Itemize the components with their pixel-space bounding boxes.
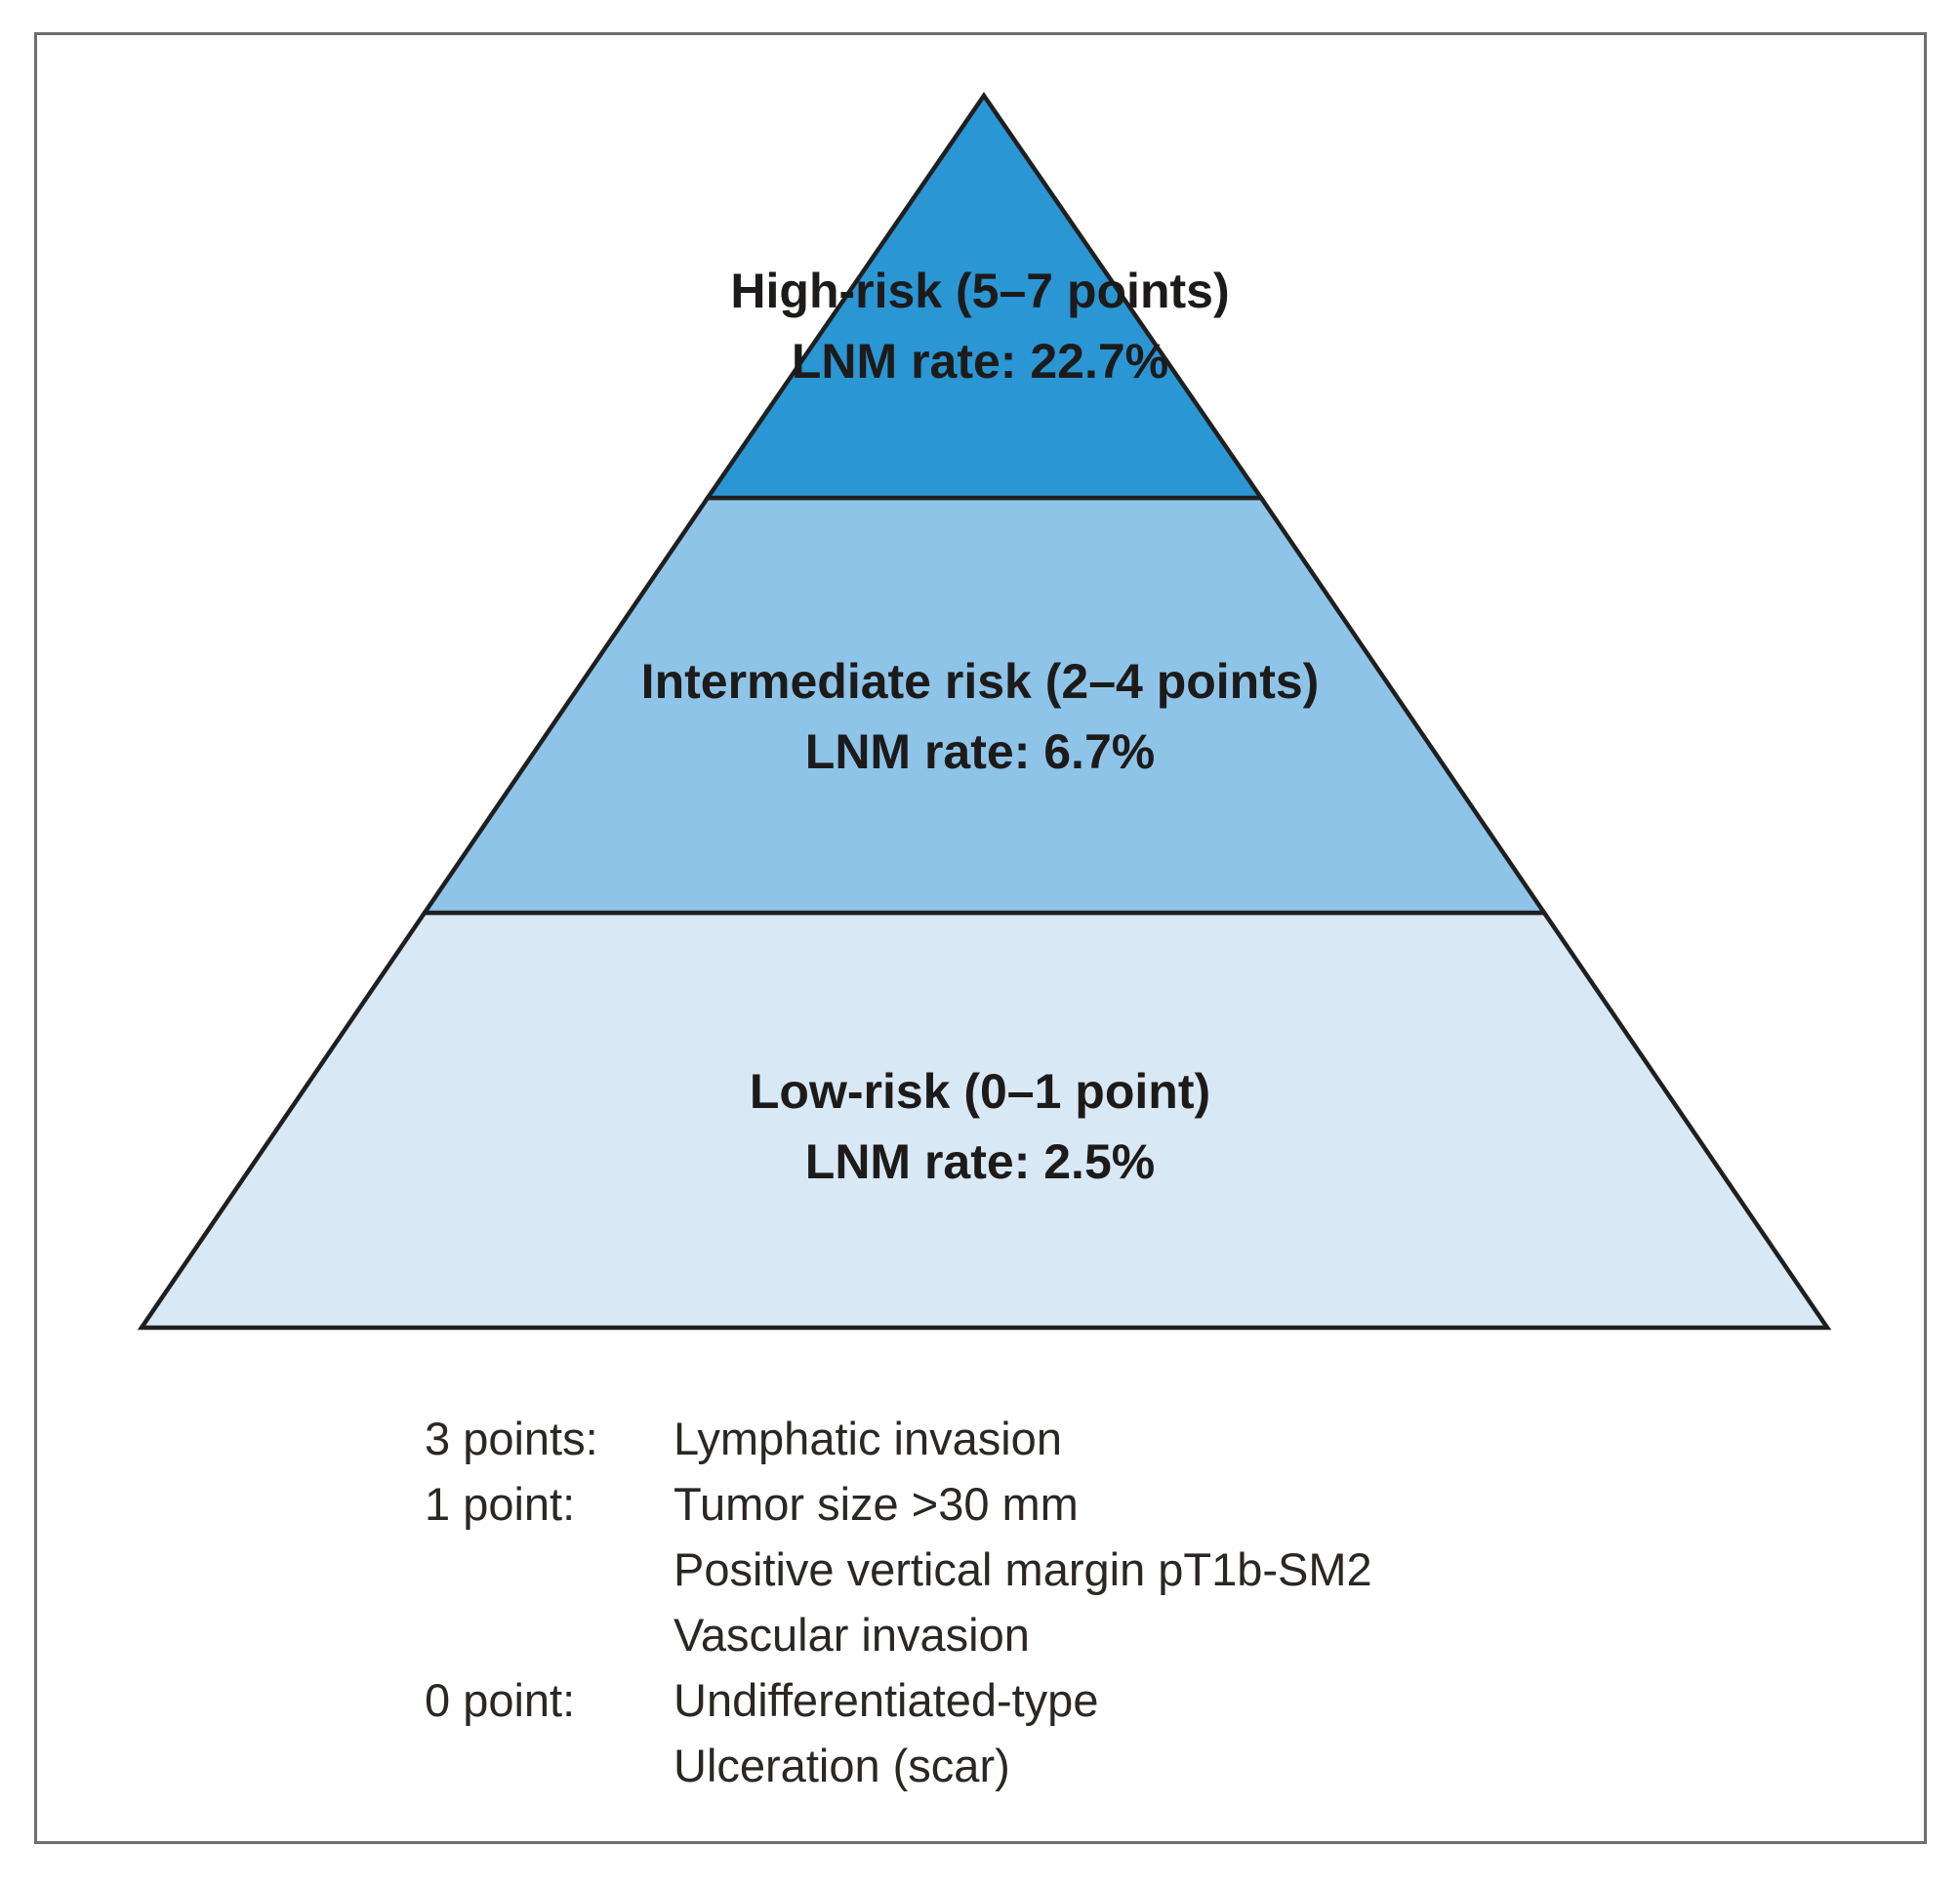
legend-criterion: Tumor size >30 mm xyxy=(674,1478,1079,1530)
tier-label-high: High-risk (5–7 points) LNM rate: 22.7% xyxy=(0,256,1960,396)
tier-high-rate: LNM rate: 22.7% xyxy=(791,334,1169,389)
tier-high-name: High-risk (5–7 points) xyxy=(730,264,1230,318)
pyramid-tier-high-shape xyxy=(703,92,1266,501)
legend-row: 0 point: Undifferentiated-type xyxy=(425,1667,1372,1733)
tier-low-name: Low-risk (0–1 point) xyxy=(749,1064,1211,1119)
legend-row: Vascular invasion xyxy=(425,1602,1372,1667)
legend-points-label: 1 point: xyxy=(425,1478,576,1530)
legend-criterion: Positive vertical margin pT1b-SM2 xyxy=(674,1543,1372,1595)
legend-points-label: 0 point: xyxy=(425,1674,576,1726)
legend-row: Ulceration (scar) xyxy=(425,1733,1372,1798)
legend-points-label xyxy=(425,1602,674,1667)
legend-points-label: 3 points: xyxy=(425,1413,598,1464)
tier-label-intermediate: Intermediate risk (2–4 points) LNM rate:… xyxy=(0,646,1960,787)
legend-row: Positive vertical margin pT1b-SM2 xyxy=(425,1537,1372,1602)
tier-label-low: Low-risk (0–1 point) LNM rate: 2.5% xyxy=(0,1056,1960,1197)
figure-border xyxy=(34,32,1927,1844)
legend-row: 1 point: Tumor size >30 mm xyxy=(425,1471,1372,1537)
legend-row: 3 points: Lymphatic invasion xyxy=(425,1406,1372,1471)
points-legend: 3 points: Lymphatic invasion 1 point: Tu… xyxy=(425,1406,1372,1798)
legend-points-label xyxy=(425,1733,674,1798)
legend-criterion: Undifferentiated-type xyxy=(674,1674,1099,1726)
legend-criterion: Vascular invasion xyxy=(674,1609,1030,1661)
legend-criterion: Lymphatic invasion xyxy=(674,1413,1062,1464)
tier-intermediate-rate: LNM rate: 6.7% xyxy=(804,724,1156,779)
tier-low-rate: LNM rate: 2.5% xyxy=(804,1134,1156,1189)
tier-intermediate-name: Intermediate risk (2–4 points) xyxy=(640,654,1320,709)
legend-criterion: Ulceration (scar) xyxy=(674,1740,1010,1791)
legend-points-label xyxy=(425,1537,674,1602)
